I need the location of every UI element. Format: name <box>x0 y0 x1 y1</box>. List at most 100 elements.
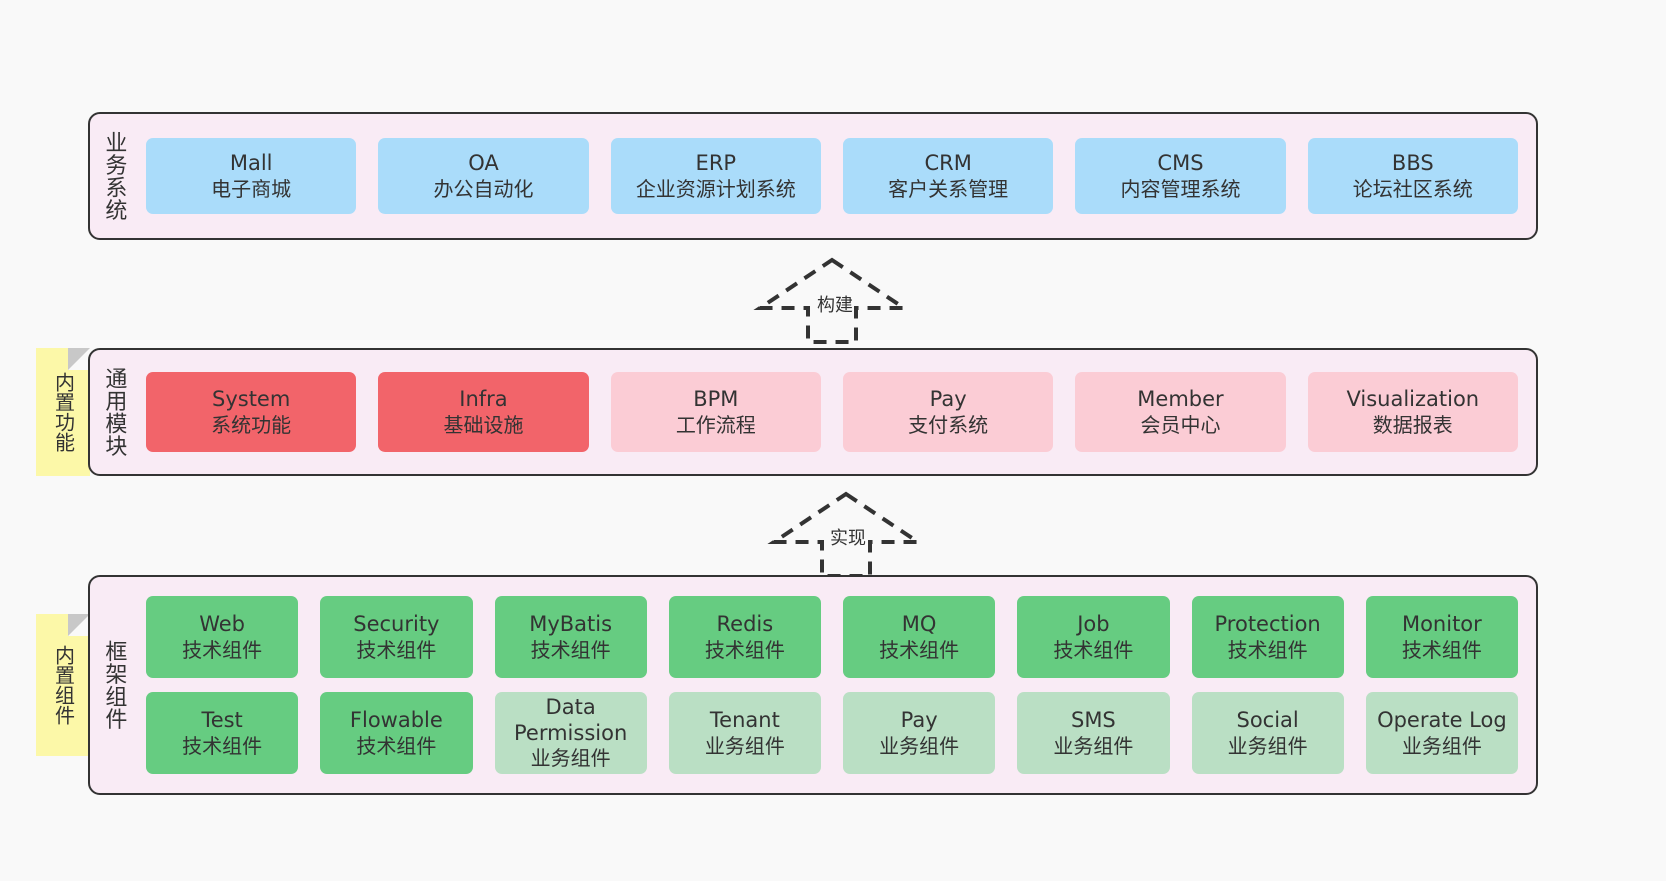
node-title-cn: 内容管理系统 <box>1120 176 1241 201</box>
node-title-en: Flowable <box>349 708 443 732</box>
node-erp[interactable]: ERP 企业资源计划系统 <box>610 138 821 214</box>
node-title-cn: 业务组件 <box>879 733 960 758</box>
node-flowable[interactable]: Flowable 技术组件 <box>320 692 473 774</box>
node-title-en: Security <box>353 612 440 636</box>
node-mybatis[interactable]: MyBatis 技术组件 <box>494 596 647 678</box>
node-title-en: BPM <box>693 387 739 411</box>
node-oa[interactable]: OA 办公自动化 <box>378 138 589 214</box>
node-tenant[interactable]: Tenant 业务组件 <box>668 692 821 774</box>
node-title-cn: 电子商城 <box>211 176 292 201</box>
layer-title-common-modules: 通用模块 <box>101 367 127 457</box>
arrow-build-label: 构建 <box>817 295 853 316</box>
layer-body-framework-components: Web 技术组件 Security 技术组件 MyBatis 技术组件 Redi… <box>136 577 1536 793</box>
node-title-en: Job <box>1077 612 1110 636</box>
node-title-en: MQ <box>901 612 937 636</box>
node-job[interactable]: Job 技术组件 <box>1017 596 1170 678</box>
note-builtin-components: 内置组件 <box>36 614 90 756</box>
layer-body-common-modules: System 系统功能 Infra 基础设施 BPM 工作流程 Pay 支付系统… <box>136 350 1536 474</box>
node-title-en: Web <box>199 612 246 636</box>
node-title-en: Operate Log <box>1377 708 1507 732</box>
note-builtin-functions: 内置功能 <box>36 348 90 476</box>
node-title-cn: 业务组件 <box>1401 733 1482 758</box>
node-mq[interactable]: MQ 技术组件 <box>843 596 996 678</box>
node-visualization[interactable]: Visualization 数据报表 <box>1307 372 1518 452</box>
node-title-en: Protection <box>1214 612 1321 636</box>
node-title-cn: 业务组件 <box>1227 733 1308 758</box>
node-title-en: SMS <box>1070 708 1116 732</box>
node-title-cn: 技术组件 <box>1401 637 1482 662</box>
node-row: Test 技术组件 Flowable 技术组件 Data Permission … <box>146 692 1518 774</box>
node-pay-module[interactable]: Pay 支付系统 <box>842 372 1054 452</box>
node-system[interactable]: System 系统功能 <box>146 372 357 452</box>
node-pay-component[interactable]: Pay 业务组件 <box>843 692 996 774</box>
node-row: Mall 电子商城 OA 办公自动化 ERP 企业资源计划系统 CRM 客户关系… <box>146 138 1518 214</box>
node-title-en: Tenant <box>709 708 780 732</box>
node-infra[interactable]: Infra 基础设施 <box>378 372 589 452</box>
layer-common-modules: 通用模块 System 系统功能 Infra 基础设施 BPM 工作流程 Pay… <box>88 348 1538 476</box>
node-title-cn: 系统功能 <box>211 412 292 437</box>
node-sms[interactable]: SMS 业务组件 <box>1017 692 1170 774</box>
node-title-en: BBS <box>1391 151 1434 175</box>
node-row: System 系统功能 Infra 基础设施 BPM 工作流程 Pay 支付系统… <box>146 372 1518 452</box>
node-crm[interactable]: CRM 客户关系管理 <box>842 138 1054 214</box>
node-title-cn: 技术组件 <box>182 733 263 758</box>
node-title-cn: 技术组件 <box>704 637 785 662</box>
node-title-en: Visualization <box>1346 387 1480 411</box>
node-title-cn: 技术组件 <box>182 637 263 662</box>
node-title-en: MyBatis <box>529 612 613 636</box>
node-title-en: Test <box>201 708 243 732</box>
node-redis[interactable]: Redis 技术组件 <box>668 596 821 678</box>
node-title-cn: 客户关系管理 <box>888 176 1009 201</box>
node-title-en: ERP <box>695 151 737 175</box>
node-title-cn: 企业资源计划系统 <box>635 176 796 201</box>
node-title-cn: 数据报表 <box>1372 412 1453 437</box>
node-title-cn: 基础设施 <box>443 412 524 437</box>
node-monitor[interactable]: Monitor 技术组件 <box>1365 596 1518 678</box>
node-member[interactable]: Member 会员中心 <box>1075 372 1286 452</box>
node-title-cn: 业务组件 <box>1053 733 1134 758</box>
node-title-en: Member <box>1137 387 1224 411</box>
node-title-en: Mall <box>229 151 273 175</box>
node-test[interactable]: Test 技术组件 <box>146 692 299 774</box>
layer-body-business-systems: Mall 电子商城 OA 办公自动化 ERP 企业资源计划系统 CRM 客户关系… <box>136 114 1536 238</box>
node-title-en: OA <box>468 151 499 175</box>
node-cms[interactable]: CMS 内容管理系统 <box>1075 138 1286 214</box>
node-title-cn: 办公自动化 <box>433 176 534 201</box>
node-title-cn: 工作流程 <box>675 412 756 437</box>
node-title-cn: 技术组件 <box>879 637 960 662</box>
node-title-cn: 业务组件 <box>704 733 785 758</box>
node-title-en: System <box>212 387 291 411</box>
node-web[interactable]: Web 技术组件 <box>146 596 299 678</box>
node-title-cn: 技术组件 <box>1227 637 1308 662</box>
node-title-en: CRM <box>924 151 972 175</box>
node-title-cn: 支付系统 <box>908 412 989 437</box>
node-title-cn: 技术组件 <box>356 733 437 758</box>
node-title-cn: 论坛社区系统 <box>1352 176 1473 201</box>
node-title-cn: 业务组件 <box>530 746 611 771</box>
node-operate-log[interactable]: Operate Log 业务组件 <box>1365 692 1518 774</box>
node-title-en: Infra <box>459 387 508 411</box>
layer-business-systems: 业务系统 Mall 电子商城 OA 办公自动化 ERP 企业资源计划系统 CRM… <box>88 112 1538 240</box>
node-data-permission[interactable]: Data Permission 业务组件 <box>494 692 647 774</box>
layer-framework-components: 框架组件 Web 技术组件 Security 技术组件 MyBatis 技术组件… <box>88 575 1538 795</box>
node-protection[interactable]: Protection 技术组件 <box>1191 596 1344 678</box>
node-title-en: Monitor <box>1401 612 1482 636</box>
node-bpm[interactable]: BPM 工作流程 <box>610 372 821 452</box>
node-title-en: Social <box>1236 708 1299 732</box>
node-title-cn: 技术组件 <box>530 637 611 662</box>
node-row: Web 技术组件 Security 技术组件 MyBatis 技术组件 Redi… <box>146 596 1518 678</box>
node-security[interactable]: Security 技术组件 <box>320 596 473 678</box>
node-bbs[interactable]: BBS 论坛社区系统 <box>1307 138 1518 214</box>
note-label: 内置功能 <box>51 372 76 452</box>
node-title-en: Pay <box>929 387 967 411</box>
node-social[interactable]: Social 业务组件 <box>1191 692 1344 774</box>
node-title-en: CMS <box>1157 151 1204 175</box>
node-title-en: Data Permission <box>513 695 628 745</box>
node-title-en: Pay <box>900 708 938 732</box>
layer-title-business-systems: 业务系统 <box>101 131 127 221</box>
node-title-en: Redis <box>716 612 774 636</box>
node-title-cn: 技术组件 <box>356 637 437 662</box>
node-mall[interactable]: Mall 电子商城 <box>146 138 357 214</box>
layer-title-framework-components: 框架组件 <box>101 640 127 730</box>
